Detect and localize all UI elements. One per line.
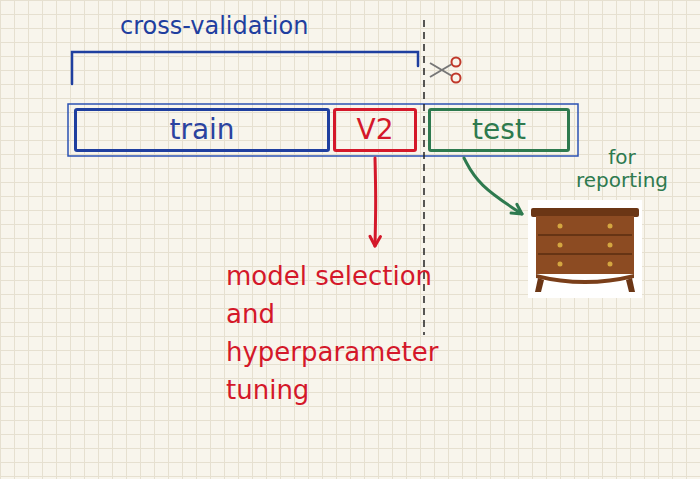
note-label: for reporting (562, 146, 682, 192)
red-arrow (374, 158, 378, 246)
arrowhead (511, 204, 522, 214)
test-box: test (428, 108, 570, 152)
validation-box: V2 (333, 108, 417, 152)
bracket-label: cross-validation (120, 12, 308, 41)
box-label: V2 (357, 116, 394, 144)
data-frame (68, 104, 578, 156)
box-label: test (472, 116, 526, 144)
bracket (72, 52, 418, 84)
train-box: train (74, 108, 330, 152)
scissors-icon (430, 58, 461, 83)
chest-picture (528, 200, 642, 298)
annotation-label: model selection and hyperparameter tunin… (226, 258, 438, 410)
box-label: train (169, 116, 234, 144)
green-arrow (464, 158, 522, 214)
arrowhead (370, 236, 381, 246)
